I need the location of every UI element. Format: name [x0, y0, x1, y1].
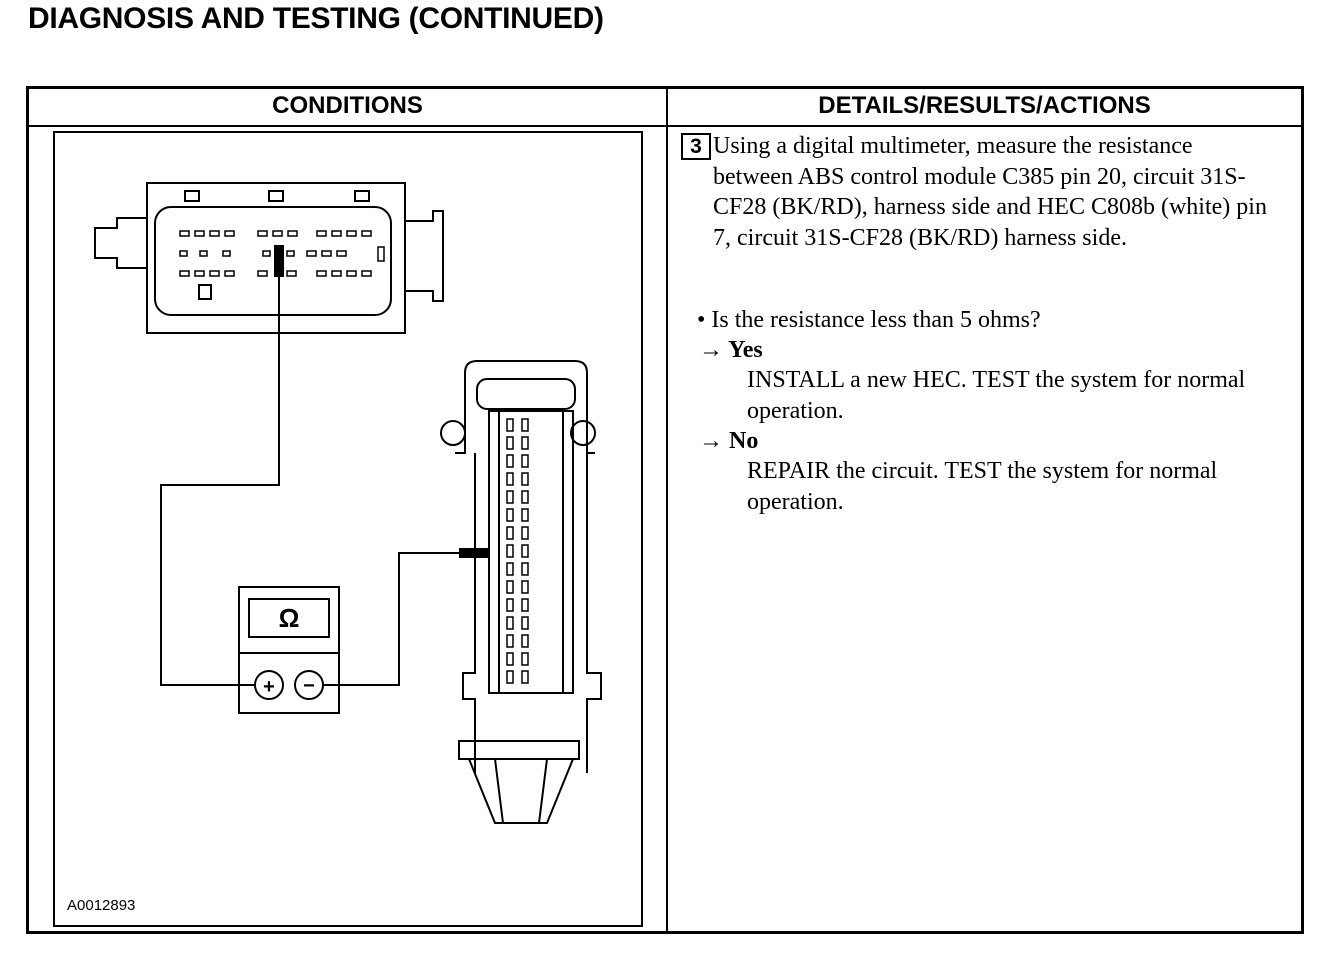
abs-connector-c385 — [94, 182, 444, 334]
no-label: → No — [699, 428, 759, 454]
probe-tip-hec — [459, 548, 489, 558]
probe-tip-abs — [274, 245, 284, 277]
diagnosis-table: CONDITIONS DETAILS/RESULTS/ACTIONS — [26, 86, 1304, 934]
conditions-header: CONDITIONS — [272, 92, 423, 119]
page-title: DIAGNOSIS AND TESTING (CONTINUED) — [28, 2, 604, 35]
hec-connector-c808b — [440, 360, 602, 824]
wiring-diagram: Ω + − — [94, 182, 602, 824]
step-instruction: Using a digital multimeter, measure the … — [713, 133, 1267, 251]
column-divider — [666, 89, 668, 931]
plus-terminal-icon: + — [263, 676, 275, 698]
conditions-figure: Ω + − A0012893 — [53, 131, 643, 927]
no-action: REPAIR the circuit. TEST the system for … — [747, 458, 1218, 515]
figure-id: A0012893 — [67, 897, 136, 914]
table-header-row — [29, 89, 1301, 127]
ohm-symbol: Ω — [279, 603, 300, 633]
step-question: • Is the resistance less than 5 ohms? — [697, 307, 1041, 333]
yes-action: INSTALL a new HEC. TEST the system for n… — [747, 367, 1246, 424]
step-number-badge: 3 — [681, 133, 711, 160]
details-header: DETAILS/RESULTS/ACTIONS — [818, 92, 1151, 119]
test-leads — [160, 253, 471, 686]
minus-terminal-icon: − — [303, 675, 315, 697]
yes-label: → Yes — [699, 337, 763, 363]
